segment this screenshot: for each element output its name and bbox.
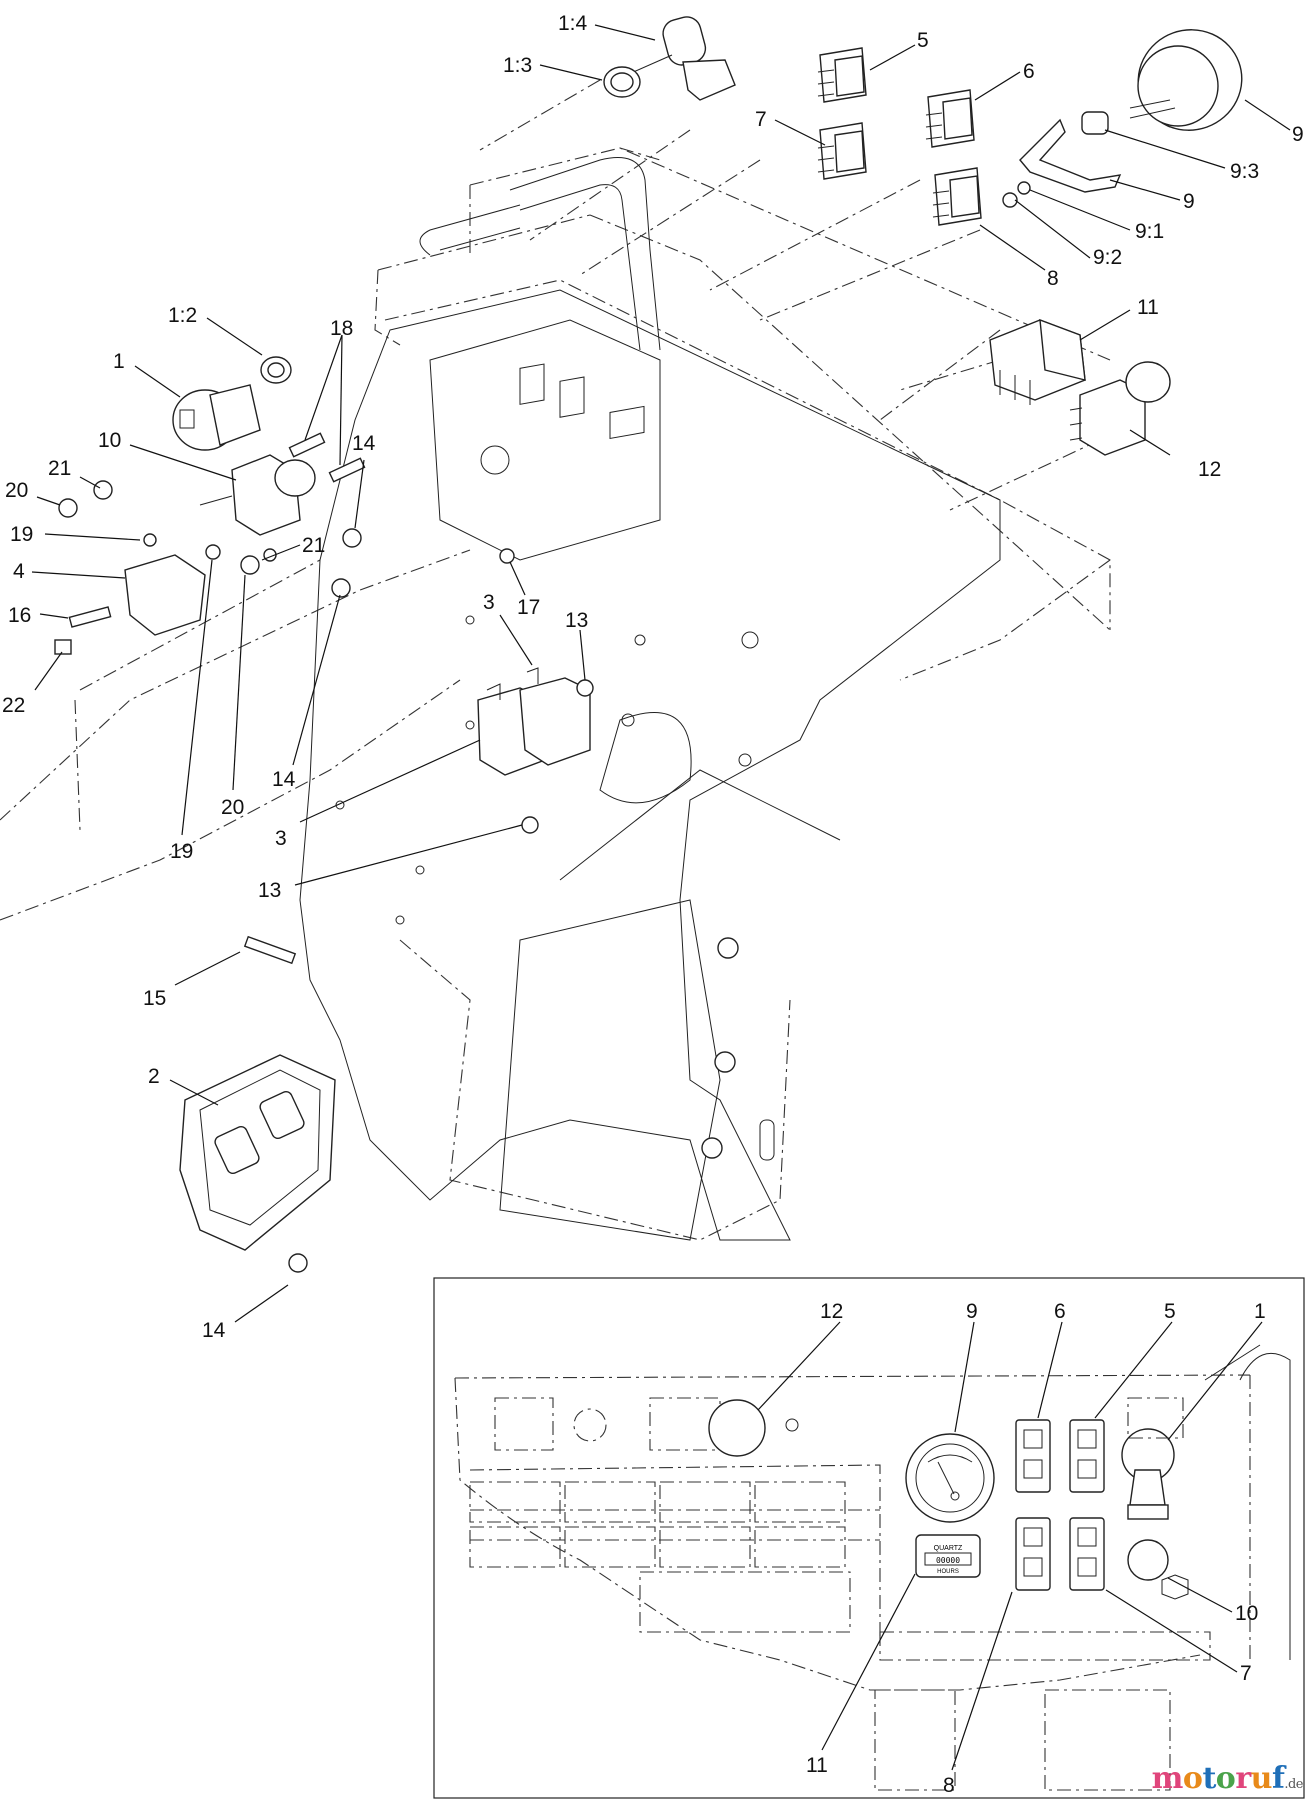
hourmeter-unit: HOURS — [937, 1569, 959, 1575]
inset-switch-7 — [1069, 1517, 1105, 1591]
callout-6: 6 — [1023, 60, 1035, 83]
bracket-9 — [1019, 118, 1122, 193]
callout-16: 16 — [8, 604, 31, 627]
motoruf-watermark: motoruf.de — [1151, 1761, 1304, 1796]
callout-14-a: 14 — [352, 432, 376, 455]
callout-9-gauge: 9 — [1292, 123, 1304, 146]
rocker-switch-7 — [817, 122, 867, 180]
callout-15: 15 — [143, 987, 166, 1010]
inset-callout-1: 1 — [1254, 1300, 1266, 1323]
callout-14-b: 14 — [272, 768, 296, 791]
callout-18: 18 — [330, 317, 353, 340]
relays-3 — [477, 667, 591, 776]
inset-callout-9: 9 — [966, 1300, 978, 1323]
hourmeter-brand: QUARTZ — [934, 1545, 963, 1552]
inset-ignition-1 — [1121, 1397, 1184, 1520]
hourmeter-digits: 00000 — [936, 1556, 960, 1565]
frame-outline — [0, 79, 1111, 1241]
inset-callout-10: 10 — [1235, 1602, 1258, 1625]
inset-panel: QUARTZ 00000 HOURS — [433, 1277, 1305, 1799]
inset-button-10 — [1127, 1539, 1189, 1600]
callout-9-3: 9:3 — [1230, 160, 1259, 183]
callout-19-a: 19 — [10, 523, 33, 546]
inset-callout-7: 7 — [1240, 1662, 1252, 1685]
callout-12: 12 — [1198, 458, 1221, 481]
inset-callout-8: 8 — [943, 1774, 955, 1797]
controller-2 — [179, 1054, 336, 1273]
rocker-switch-5 — [817, 47, 867, 103]
switch-10 — [199, 454, 316, 536]
inset-gauge-9 — [905, 1433, 995, 1523]
ignition-1 — [172, 384, 261, 451]
hour-meter-9 — [1129, 29, 1243, 131]
callout-22: 22 — [2, 694, 25, 717]
rocker-switch-6 — [925, 89, 975, 148]
chassis-plate — [299, 157, 1001, 1241]
hardware-left — [58, 480, 515, 598]
nut-9-2 — [1002, 192, 1018, 208]
switch-11 — [989, 318, 1086, 405]
callout-1-2: 1:2 — [168, 304, 197, 327]
inset-callout-5: 5 — [1164, 1300, 1176, 1323]
inset-switch-5 — [1069, 1419, 1105, 1493]
panel-grid — [469, 1481, 851, 1633]
bracket-4 — [54, 554, 206, 655]
inset-callout-11: 11 — [806, 1754, 828, 1777]
callout-9-bracket: 9 — [1183, 190, 1195, 213]
callout-13-a: 13 — [565, 609, 588, 632]
inset-callout-12: 12 — [820, 1300, 843, 1323]
bolts-18 — [288, 432, 366, 483]
inset-hourmeter: QUARTZ 00000 HOURS — [915, 1534, 981, 1578]
callout-9-1: 9:1 — [1135, 220, 1164, 243]
nut-1-2 — [260, 356, 292, 384]
callout-21-a: 21 — [48, 457, 71, 480]
callout-21-b: 21 — [302, 534, 325, 557]
main-callouts: 1:4 1:3 5 6 7 9 9:3 9 9:1 9:2 8 1:2 18 1… — [2, 12, 1304, 1342]
callout-9-2: 9:2 — [1093, 246, 1122, 269]
callout-20-b: 20 — [221, 796, 244, 819]
callout-13-b: 13 — [258, 879, 281, 902]
callout-3-b: 3 — [275, 827, 287, 850]
callout-1-3: 1:3 — [503, 54, 532, 77]
nuts-frame — [701, 937, 739, 1159]
nut-1-3 — [603, 66, 641, 98]
inset-switch-8 — [1015, 1517, 1051, 1591]
bolt-15 — [243, 935, 297, 965]
callout-17: 17 — [517, 596, 540, 619]
inset-switch-6 — [1015, 1419, 1051, 1493]
callout-8: 8 — [1047, 267, 1059, 290]
rocker-switch-8 — [932, 167, 982, 226]
callout-1-4: 1:4 — [558, 12, 588, 35]
washer-9-1 — [1017, 181, 1031, 195]
bulb-9-3 — [1081, 111, 1109, 135]
callout-14-c: 14 — [202, 1319, 226, 1342]
callout-4: 4 — [13, 560, 25, 583]
callout-3-a: 3 — [483, 591, 495, 614]
callout-1: 1 — [113, 350, 125, 373]
inset-callout-6: 6 — [1054, 1300, 1066, 1323]
callout-19-b: 19 — [170, 840, 193, 863]
key-switch-1-4 — [621, 16, 736, 101]
callout-10: 10 — [98, 429, 121, 452]
callout-5: 5 — [917, 29, 929, 52]
callout-20-a: 20 — [5, 479, 28, 502]
callout-11: 11 — [1137, 296, 1159, 319]
callout-7: 7 — [755, 108, 767, 131]
callout-2: 2 — [148, 1065, 160, 1088]
switch-12 — [1069, 361, 1171, 456]
